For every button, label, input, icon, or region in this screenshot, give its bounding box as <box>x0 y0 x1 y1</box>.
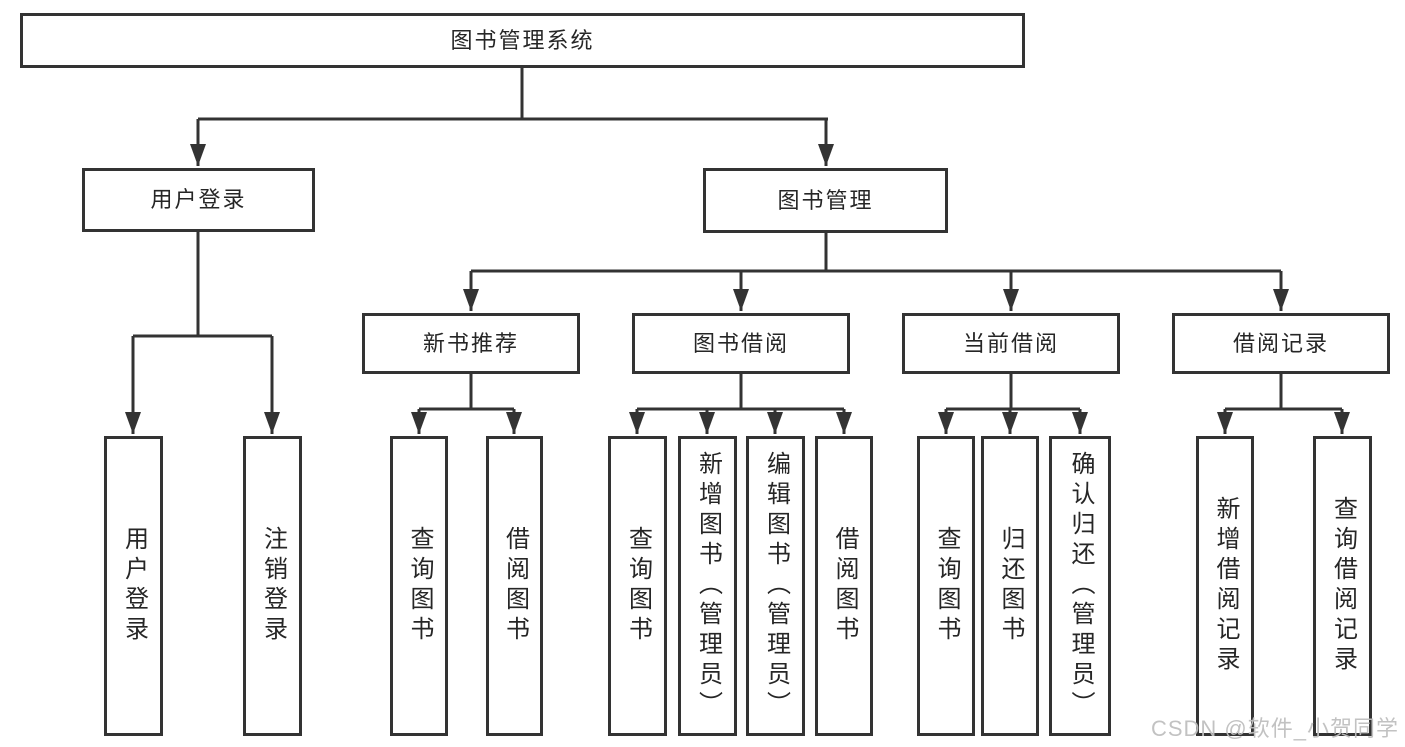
node-book-management: 图书管理 <box>703 168 948 233</box>
node-library-management-system: 图书管理系统 <box>20 13 1025 68</box>
leaf-query-books-borrow: 查询图书 <box>608 436 667 736</box>
leaf-confirm-return-admin: 确认归还（管理员） <box>1049 436 1111 736</box>
branch-book-borrow <box>637 374 844 411</box>
node-book-borrow: 图书借阅 <box>632 313 850 374</box>
csdn-watermark: CSDN @软件_小贺同学 <box>1150 716 1399 741</box>
leaf-logout: 注销登录 <box>243 436 302 736</box>
leaf-edit-book-admin: 编辑图书（管理员） <box>746 436 805 736</box>
node-new-book-recommend: 新书推荐 <box>362 313 580 374</box>
leaf-return-books: 归还图书 <box>981 436 1039 736</box>
branch-new-book <box>419 374 514 411</box>
branch-borrow-records <box>1225 374 1342 411</box>
node-user-login: 用户登录 <box>82 168 315 232</box>
leaf-borrow-books: 借阅图书 <box>815 436 873 736</box>
leaf-borrow-books-recommend: 借阅图书 <box>486 436 543 736</box>
leaf-query-books-recommend: 查询图书 <box>390 436 448 736</box>
branch-book-management <box>471 233 1281 273</box>
branch-user-login <box>133 232 272 338</box>
leaf-query-borrow-record: 查询借阅记录 <box>1313 436 1372 736</box>
leaf-add-book-admin: 新增图书（管理员） <box>678 436 737 736</box>
leaf-query-books-current: 查询图书 <box>917 436 975 736</box>
node-current-borrow: 当前借阅 <box>902 313 1120 374</box>
leaf-add-borrow-record: 新增借阅记录 <box>1196 436 1254 736</box>
branch-current-borrow <box>946 374 1080 411</box>
leaf-user-login: 用户登录 <box>104 436 163 736</box>
node-borrow-records: 借阅记录 <box>1172 313 1390 374</box>
branch-root <box>198 67 828 121</box>
